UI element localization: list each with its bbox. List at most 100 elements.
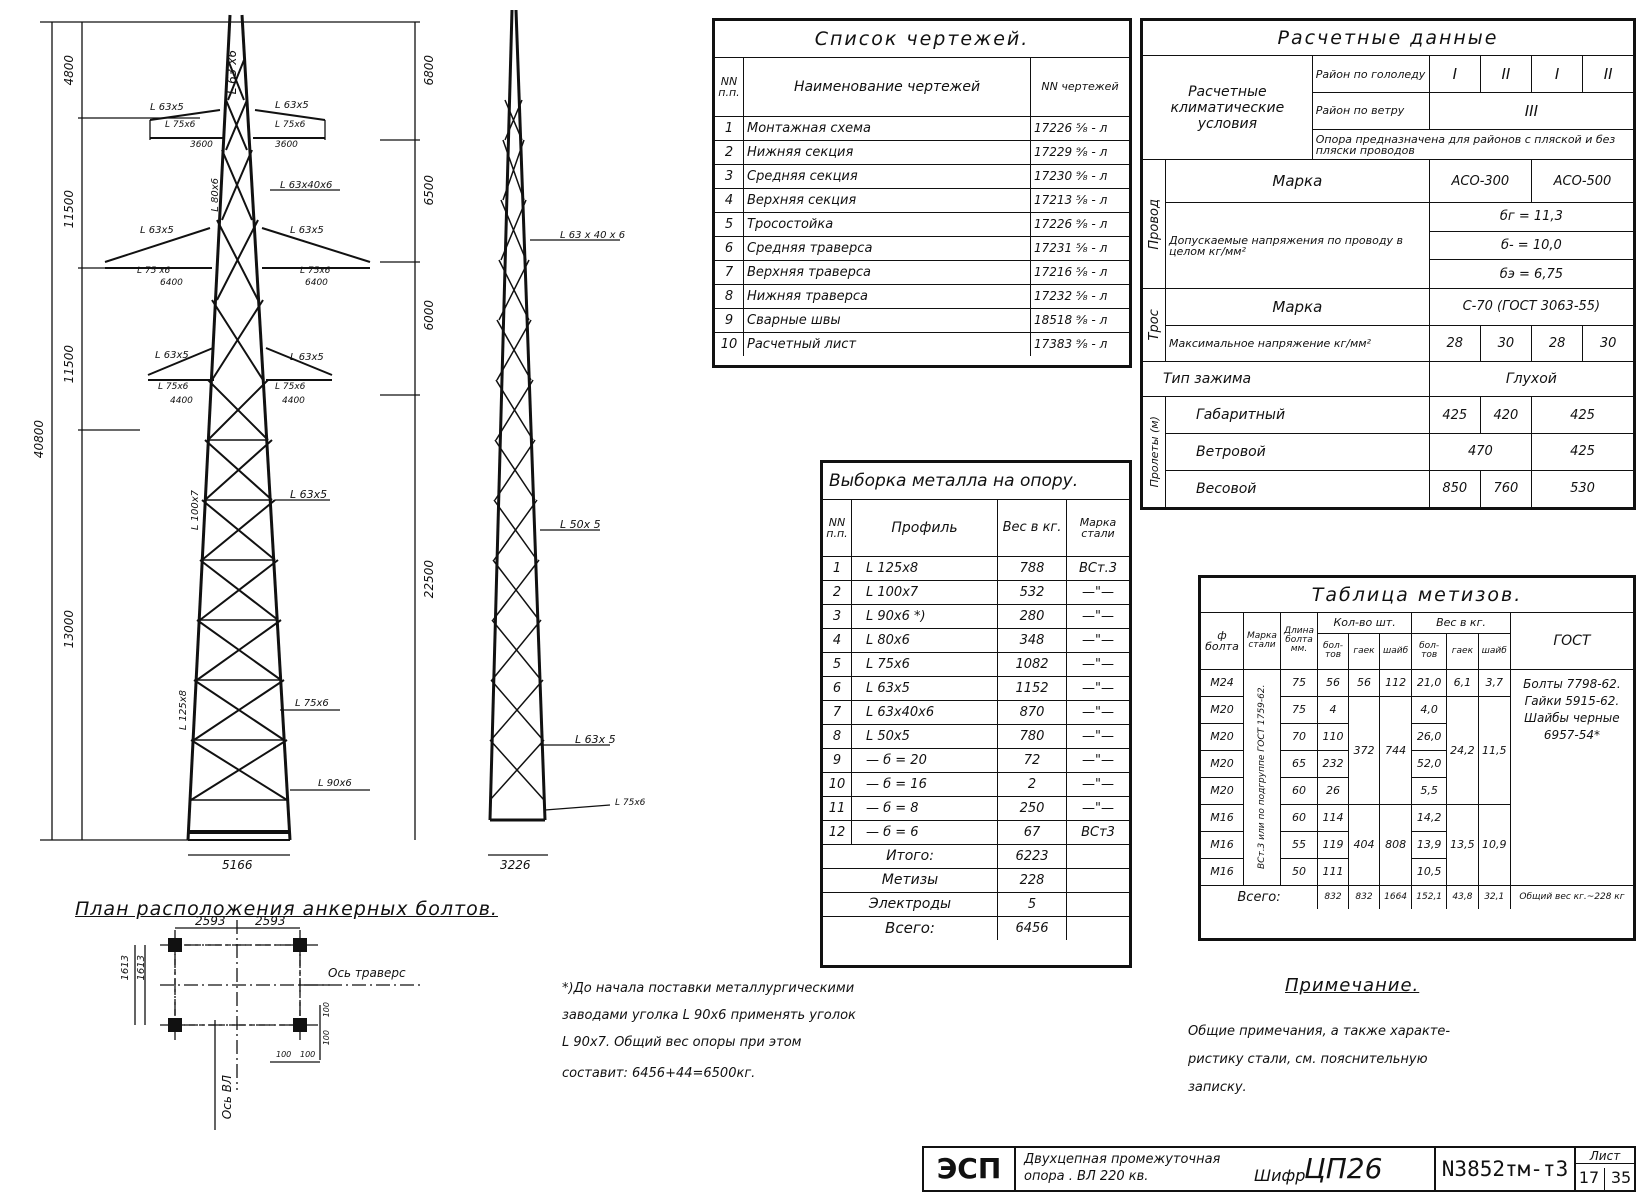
weight-span-1: 850 — [1428, 469, 1481, 507]
metal-r8-nn: 8 — [823, 723, 852, 749]
metal-r6-profile: L 63x5 — [851, 675, 998, 701]
weight-span-label: Весовой — [1165, 469, 1430, 507]
row-2-name: Нижняя секция — [743, 139, 1031, 165]
label-mid-left: L 63x5 — [140, 225, 174, 236]
header-nn: NN п.п. — [715, 58, 744, 117]
metiz-r4-bolts: 232 — [1317, 749, 1349, 778]
metal-r12-profile: — б = 6 — [851, 819, 998, 845]
metal-h-weight: Вес в кг. — [997, 500, 1067, 557]
metal-total-1-label: Итого: — [823, 843, 998, 869]
label-low-right-sub: L 75x6 — [275, 382, 306, 392]
metiz-r2-diam: М20 — [1201, 695, 1244, 724]
dim-right-2: 6500 — [422, 175, 436, 206]
metiz-r1-diam: М24 — [1201, 668, 1244, 697]
metiz-wwashers-group-2: 10,9 — [1477, 803, 1511, 886]
metal-r7-nn: 7 — [823, 699, 852, 725]
max-stress-label: Максимальное напряжение кг/мм² — [1165, 324, 1430, 363]
row-10-number: 17383 ⁹⁄₈ - л — [1030, 331, 1129, 356]
row-10-name: Расчетный лист — [743, 331, 1031, 356]
metal-r12-weight: 67 — [997, 819, 1067, 845]
note-line-3: записку. — [1188, 1080, 1247, 1095]
metal-r12-steel: ВСт3 — [1066, 819, 1129, 845]
clamp-label: Тип зажима — [1143, 361, 1430, 398]
spans-label: Пролеты (м) — [1143, 396, 1166, 507]
wind-span-1: 470 — [1428, 432, 1532, 471]
stamp-number: N3852тм-т3 — [1434, 1148, 1576, 1190]
label-leg-main: L 100x7 — [190, 490, 201, 531]
metiz-r6-bolts: 114 — [1317, 803, 1349, 832]
total-height: 40800 — [32, 420, 46, 459]
metiz-nuts-group-2: 404 — [1348, 803, 1380, 886]
metiz-r1-nuts: 56 — [1348, 668, 1380, 697]
metal-r8-weight: 780 — [997, 723, 1067, 749]
row-4-name: Верхняя секция — [743, 187, 1031, 213]
row-2-number: 17229 ⁹⁄₈ - л — [1030, 139, 1129, 165]
metiz-gost-3: Шайбы черные 6957-54* — [1524, 710, 1620, 742]
metal-r6-steel: —"— — [1066, 675, 1129, 701]
label-mid-right: L 63x5 — [290, 225, 324, 236]
note-body: Общие примечания, а также характе- ристи… — [1188, 1018, 1450, 1102]
max-stress-3: 28 — [1530, 324, 1584, 363]
wire-mark-label: Марка — [1165, 159, 1430, 204]
dim-left-3: 11500 — [62, 345, 76, 384]
metiz-total-5: 43,8 — [1446, 884, 1479, 909]
metal-r4-steel: —"— — [1066, 627, 1129, 653]
calc-title: Расчетные данные — [1143, 21, 1633, 57]
ice-value-1: I — [1428, 55, 1481, 93]
metal-r5-nn: 5 — [823, 651, 852, 677]
metal-r6-weight: 1152 — [997, 675, 1067, 701]
weight-span-3: 530 — [1530, 469, 1633, 507]
mid-span-left: 6400 — [160, 278, 183, 288]
row-1-nn: 1 — [715, 115, 744, 141]
wind-region-value: III — [1428, 91, 1633, 130]
wind-span-label: Ветровой — [1165, 432, 1430, 471]
metal-r3-weight: 280 — [997, 603, 1067, 629]
metal-r9-steel: —"— — [1066, 747, 1129, 773]
calc-note: Опора предназначена для районов с пляско… — [1311, 128, 1633, 161]
row-2-nn: 2 — [715, 139, 744, 165]
metal-total-3-value: 5 — [997, 891, 1067, 917]
label-leg-90: L 90x6 — [318, 778, 352, 789]
stamp-desc-2: опора . ВЛ 220 кв. — [1024, 1169, 1149, 1184]
row-3-name: Средняя секция — [743, 163, 1031, 189]
metal-r1-nn: 1 — [823, 555, 852, 581]
metal-r9-profile: — б = 20 — [851, 747, 998, 773]
row-7-name: Верхняя траверса — [743, 259, 1031, 285]
metal-r1-profile: L 125x8 — [851, 555, 998, 581]
row-5-name: Тросостойка — [743, 211, 1031, 237]
metiz-washers-group-1: 744 — [1378, 695, 1413, 805]
header-number: NN чертежей — [1030, 58, 1129, 117]
metal-h-nn: NN п.п. — [823, 500, 852, 557]
footnote-line-4: составит: 6456+44=6500кг. — [562, 1066, 756, 1081]
metiz-r6-len: 60 — [1279, 803, 1319, 832]
bolt-small-4: 100 — [322, 1030, 331, 1046]
metiz-total-weight: Общий вес кг.~228 кг — [1509, 884, 1633, 909]
label-side-base: L 75x6 — [615, 798, 646, 808]
metal-r4-weight: 348 — [997, 627, 1067, 653]
metal-h-profile: Профиль — [851, 500, 998, 557]
row-8-nn: 8 — [715, 283, 744, 309]
metiz-sub-1: бол-тов — [1317, 632, 1349, 670]
metiz-h-steel: Марка стали — [1243, 613, 1281, 670]
row-1-name: Монтажная схема — [743, 115, 1031, 141]
row-9-nn: 9 — [715, 307, 744, 333]
low-span-left: 4400 — [170, 396, 193, 406]
metal-total-4-label: Всего: — [823, 915, 998, 940]
row-1-number: 17226 ⁵⁄₈ - л — [1030, 115, 1129, 141]
metiz-r1-wnuts: 6,1 — [1446, 668, 1479, 697]
metiz-r4-len: 65 — [1279, 749, 1319, 778]
row-6-nn: 6 — [715, 235, 744, 261]
metal-r11-weight: 250 — [997, 795, 1067, 821]
metal-r2-nn: 2 — [823, 579, 852, 605]
wire-mark-2: АСО-500 — [1530, 159, 1633, 204]
stamp-cipher-label: Шифр — [1254, 1166, 1306, 1185]
ice-value-4: II — [1582, 55, 1633, 93]
low-span-right: 4400 — [282, 396, 305, 406]
upper-span-left: 3600 — [190, 140, 213, 150]
metiz-r4-wbolts: 52,0 — [1411, 749, 1448, 778]
bolt-small-3: 100 — [322, 1002, 331, 1018]
metal-title: Выборка металла на опору. — [823, 463, 1129, 500]
bolt-small-1: 100 — [276, 1050, 292, 1059]
label-top: L 63 x6 — [225, 50, 239, 95]
